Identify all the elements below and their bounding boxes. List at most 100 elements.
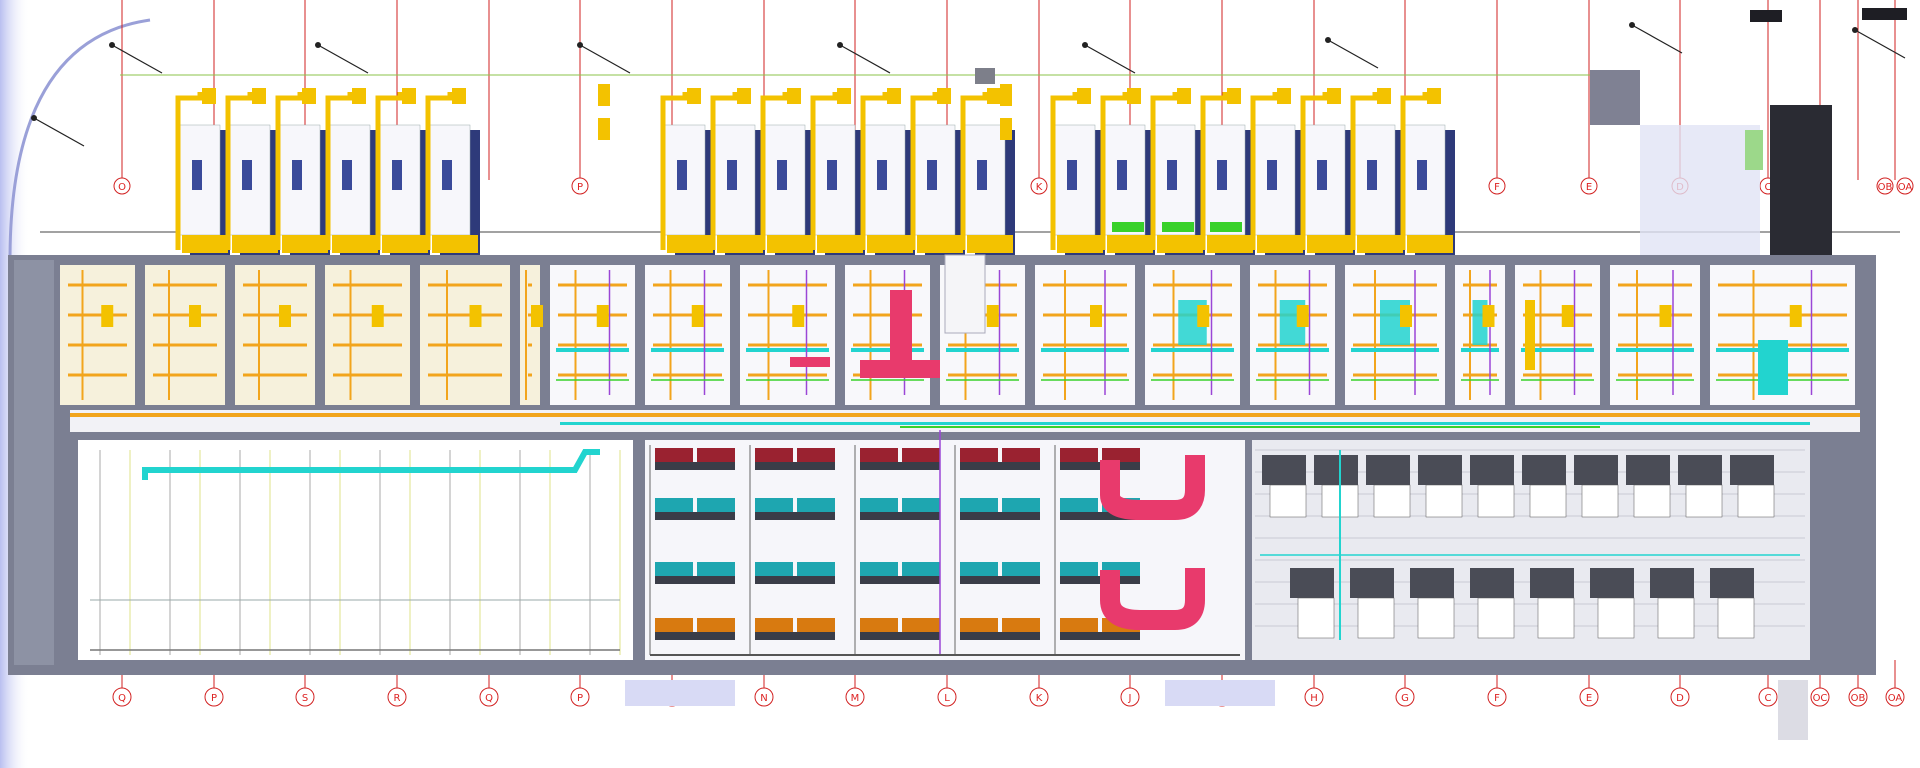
gridline-tag: P [204, 687, 224, 707]
module-top [1350, 568, 1394, 598]
module-body [1297, 597, 1335, 639]
gridline-tag: OA [1896, 177, 1914, 195]
exhaust-duct [1100, 455, 1205, 520]
rooftop-unit [810, 88, 865, 255]
room-floor [1610, 265, 1700, 405]
unit-flue [860, 92, 888, 250]
unit-base [1257, 235, 1303, 253]
chiller-module [1678, 455, 1723, 518]
module-top [1470, 568, 1514, 598]
chiller-module [1262, 455, 1307, 518]
gridline-tag: R [387, 687, 407, 707]
unit-flue [1300, 92, 1328, 250]
equipment-pad [1162, 222, 1194, 232]
equipment-pair [755, 562, 835, 584]
gridline-tag-label: M [851, 693, 860, 704]
unit-base [1407, 235, 1453, 253]
unit-left [1060, 562, 1098, 576]
gridline-tag-circle [1487, 687, 1507, 707]
equipment-box [189, 305, 201, 327]
gridline-tag-circle [937, 687, 957, 707]
rooftop-unit [325, 88, 380, 255]
equipment-box [792, 305, 805, 327]
unit-left [960, 448, 998, 462]
unit-panel [1267, 160, 1277, 190]
gridline-tag-label: O [118, 182, 126, 193]
unit-base [755, 462, 835, 470]
equipment-pair [755, 448, 835, 470]
module-top [1314, 455, 1358, 485]
module-top [1418, 455, 1462, 485]
module-body [1529, 484, 1567, 518]
mechanical-room [550, 265, 635, 405]
unit-flue [1400, 92, 1428, 250]
unit-base [860, 462, 940, 470]
unit-cap [887, 88, 901, 104]
module-body [1633, 484, 1671, 518]
rooftop-unit [375, 88, 430, 255]
unit-cap [352, 88, 366, 104]
upper-mechanical-rooms [60, 254, 1855, 405]
module-body [1477, 597, 1515, 639]
chiller-module [1650, 568, 1695, 639]
unit-flue [1250, 92, 1278, 250]
hanger-line [579, 44, 631, 74]
unit-flue [760, 92, 788, 250]
mechanical-room [520, 265, 543, 405]
mechanical-room [145, 265, 225, 405]
unit-panel [292, 160, 302, 190]
gridline-tag-circle [1670, 687, 1690, 707]
unit-panel [242, 160, 252, 190]
equipment-box [1400, 305, 1412, 327]
unit-cap [837, 88, 851, 104]
gridline-tag: D [1670, 687, 1690, 707]
module-top [1522, 455, 1566, 485]
hanger-node [1325, 37, 1331, 43]
unit-flue [910, 92, 938, 250]
unit-flue [1150, 92, 1178, 250]
unit-panel [1117, 160, 1127, 190]
gridline-tag-label: OB [1851, 693, 1866, 704]
unit-left [860, 562, 898, 576]
room-floor [420, 265, 510, 405]
equipment-box [371, 305, 384, 327]
rooftop-unit [1150, 88, 1205, 255]
gridline-tag-circle [113, 177, 131, 195]
gridline-tag-label: F [1494, 693, 1500, 704]
equipment-box [469, 305, 482, 327]
hanger-line [1327, 39, 1379, 69]
equipment-pair [655, 448, 735, 470]
unit-base [960, 632, 1040, 640]
equipment-block [1000, 118, 1012, 140]
supply-duct [790, 357, 830, 367]
equipment-pair [860, 618, 940, 640]
unit-left [1060, 448, 1098, 462]
gridline-tag-circle [1848, 687, 1868, 707]
unit-cap [1427, 88, 1441, 104]
unit-right [797, 562, 835, 576]
hanger-node [315, 42, 321, 48]
unit-base [967, 235, 1013, 253]
hanger [577, 42, 631, 74]
gridline-tag: P [571, 177, 589, 195]
module-body [1537, 597, 1575, 639]
equipment-pad [1210, 222, 1242, 232]
hanger [1629, 22, 1683, 54]
unit-panel [1317, 160, 1327, 190]
supply-duct [860, 360, 940, 378]
equipment-box [279, 305, 291, 327]
lower-chiller-room [1252, 440, 1810, 660]
rooftop-unit [710, 88, 765, 255]
rooftop-unit [960, 88, 1015, 255]
gridline-tag-circle [1885, 687, 1905, 707]
rooftop-unit [1100, 88, 1155, 255]
module-top [1678, 455, 1722, 485]
gridline-tag: S [295, 687, 315, 707]
unit-cap [687, 88, 701, 104]
equipment-pair [860, 562, 940, 584]
module-body [1425, 484, 1463, 518]
gridline-tag-label: P [577, 182, 583, 193]
gridline-tag-circle [1120, 687, 1140, 707]
gridline-tag: OA [1885, 687, 1905, 707]
unit-base [1157, 235, 1203, 253]
